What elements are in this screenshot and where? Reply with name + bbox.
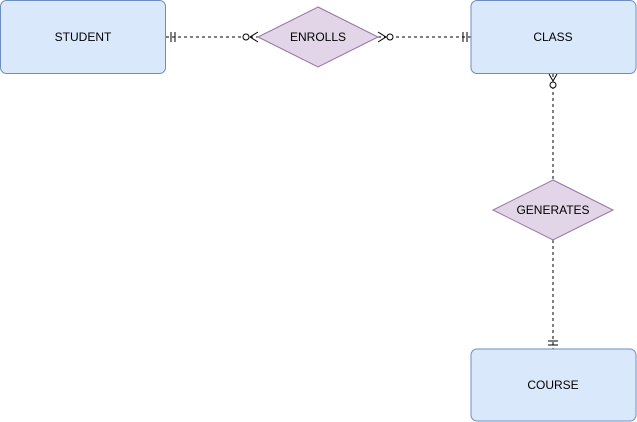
zero-mark	[386, 33, 394, 41]
relationship-generates[interactable]: GENERATES	[491, 179, 615, 241]
connector-enrolls-class	[377, 31, 471, 43]
connector-class-generates	[548, 73, 558, 180]
entity-class-label: CLASS	[533, 30, 572, 44]
entity-student-label: STUDENT	[55, 30, 112, 44]
crowfoot-mark	[548, 73, 554, 82]
entity-course[interactable]: COURSE	[470, 348, 637, 422]
relationship-enrolls[interactable]: ENROLLS	[256, 6, 380, 68]
connector-generates-course	[548, 240, 558, 349]
crowfoot-mark	[377, 36, 387, 43]
crowfoot-mark	[249, 31, 259, 38]
zero-mark	[242, 33, 250, 41]
crowfoot-mark	[249, 36, 259, 43]
relationship-generates-label: GENERATES	[516, 203, 589, 217]
entity-student[interactable]: STUDENT	[0, 0, 166, 74]
entity-course-label: COURSE	[527, 378, 578, 392]
connector-student-enrolls	[166, 31, 259, 43]
crowfoot-mark	[377, 31, 387, 38]
crowfoot-mark	[552, 73, 558, 82]
zero-mark	[549, 81, 557, 89]
relationship-enrolls-label: ENROLLS	[290, 30, 346, 44]
entity-class[interactable]: CLASS	[470, 0, 637, 74]
